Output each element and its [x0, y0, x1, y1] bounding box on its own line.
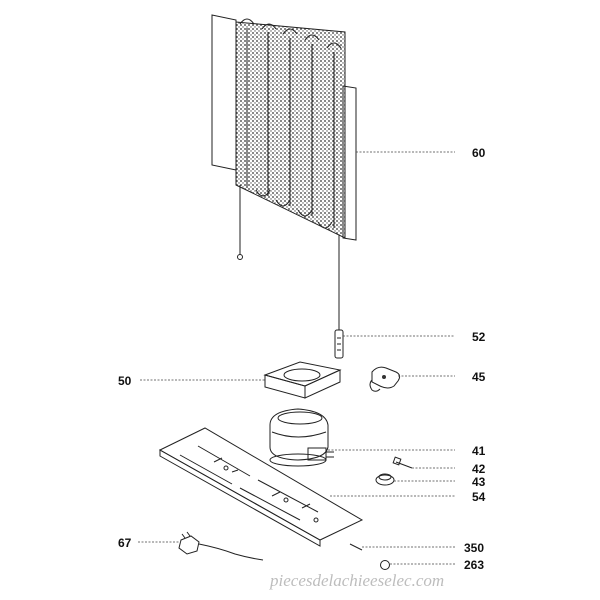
condenser-coil [211, 14, 357, 330]
compressor [269, 408, 334, 467]
power-cord [178, 531, 264, 561]
callout-350: 350 [464, 541, 484, 555]
rubber-grommet [375, 473, 395, 486]
starter-relay [369, 366, 401, 392]
callout-263: 263 [464, 558, 484, 572]
base-plate [158, 427, 364, 547]
watermark-text: piecesdelachieeselec.com [269, 571, 444, 590]
callout-50: 50 [118, 374, 132, 388]
callout-52: 52 [472, 330, 486, 344]
spacer-rod [349, 543, 363, 551]
callout-54: 54 [472, 490, 486, 504]
callout-45: 45 [472, 370, 486, 384]
fixing-washer [380, 560, 390, 570]
callout-41: 41 [472, 444, 486, 458]
leader-lines [138, 151, 455, 565]
fixing-pin [392, 456, 413, 469]
callout-42: 42 [472, 462, 486, 476]
drip-tray [263, 361, 342, 399]
callout-60: 60 [472, 146, 486, 160]
filter-drier [334, 329, 344, 359]
callout-43: 43 [472, 475, 486, 489]
callout-67: 67 [118, 536, 132, 550]
